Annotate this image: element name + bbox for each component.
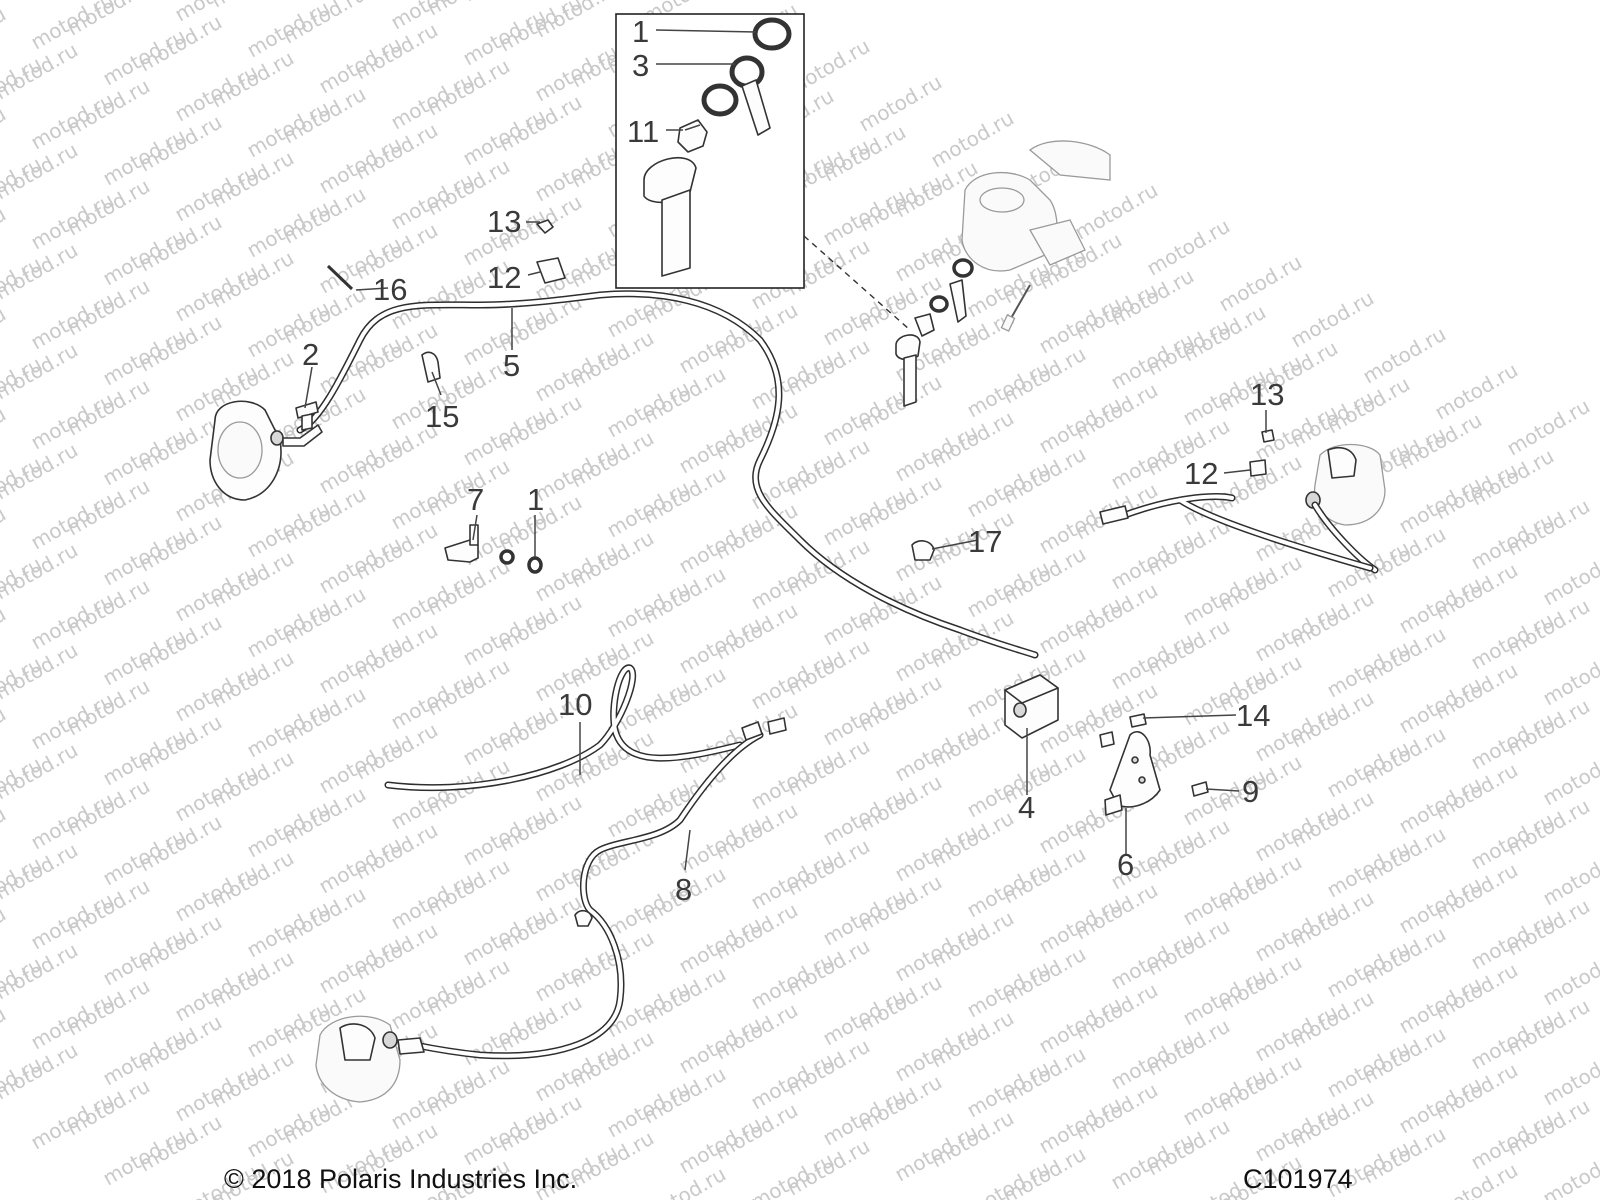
watermark-text: motod.ru (0, 352, 46, 419)
watermark-text: motod.ru (0, 1052, 46, 1119)
right-caliper (911, 429, 1386, 574)
watermark-text: motod.ru (0, 652, 46, 719)
watermark-text: motod.ru (0, 52, 46, 119)
diagram-code: C101974 (1243, 1164, 1353, 1194)
watermark-text: motod.ru (0, 602, 10, 669)
watermark-text: motod.ru (0, 202, 10, 269)
callout-2: 2 (302, 337, 319, 372)
watermark-text: motod.ru (0, 452, 46, 519)
callout-13-left: 13 (487, 204, 521, 239)
watermark-text: motod.ru (0, 102, 10, 169)
watermark-text: motod.ru (0, 902, 10, 969)
callouts: 1 3 11 13 12 16 2 5 15 7 1 13 12 17 10 8… (302, 14, 1284, 907)
bottom-left-caliper (315, 1015, 425, 1103)
bracket-6 (1099, 713, 1209, 816)
callout-3: 3 (632, 48, 649, 83)
callout-1-top: 1 (632, 14, 649, 49)
callout-15: 15 (425, 399, 459, 434)
callout-11: 11 (627, 114, 659, 149)
watermark-text: motod.ru (0, 852, 46, 919)
callout-4: 4 (1018, 790, 1035, 825)
callout-9: 9 (1242, 774, 1259, 809)
callout-8: 8 (675, 872, 692, 907)
brake-line-5 (296, 290, 1039, 659)
brake-line-8 (411, 717, 787, 1060)
watermark-text: motod.ru (0, 702, 10, 769)
callout-13-right: 13 (1250, 377, 1284, 412)
leader-lines (304, 29, 1267, 871)
watermark-text: motod.ru (0, 1002, 10, 1069)
watermark-text: motod.ru (0, 802, 10, 869)
callout-6: 6 (1117, 847, 1134, 882)
watermark-text: motod.ru (0, 152, 46, 219)
watermark-text: motod.ru (0, 252, 46, 319)
callout-5: 5 (503, 348, 520, 383)
left-caliper (209, 400, 323, 501)
watermark-text: motod.ru (0, 2, 10, 69)
watermark-text: motod.ru (0, 402, 10, 469)
valve-block-4 (1004, 674, 1059, 739)
watermark-text: motod.ru (747, 1148, 838, 1200)
watermark-text: motod.ru (0, 502, 10, 569)
callout-12-left: 12 (487, 260, 521, 295)
callout-7: 7 (467, 482, 484, 517)
detail-inset (615, 13, 911, 331)
watermark-text: motod.ru (0, 0, 82, 4)
callout-16: 16 (373, 272, 407, 307)
callout-1-mid: 1 (527, 482, 544, 517)
callout-10: 10 (558, 687, 592, 722)
callout-17: 17 (968, 524, 1002, 559)
watermark-text: motod.ru (0, 752, 46, 819)
watermark-text: motod.ru (963, 1156, 1054, 1200)
watermark-text: motod.ru (0, 952, 46, 1019)
callout-12-right: 12 (1184, 456, 1218, 491)
watermark-text: motod.ru (1539, 1144, 1600, 1200)
watermark-text: motod.ru (0, 302, 10, 369)
hose-10 (384, 664, 744, 792)
watermark-text: motod.ru (0, 552, 46, 619)
callout-14: 14 (1236, 698, 1270, 733)
master-cylinder (895, 140, 1111, 407)
watermark-text: motod.ru (0, 0, 46, 18)
copyright-text: © 2018 Polaris Industries Inc. (224, 1164, 577, 1194)
